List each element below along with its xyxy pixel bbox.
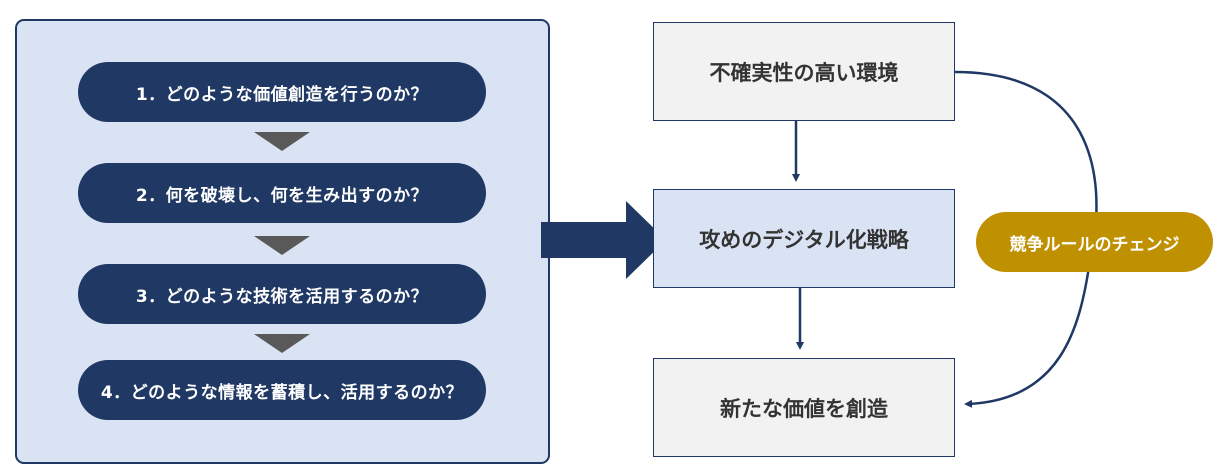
uncertain-environment-box: 不確実性の高い環境: [653, 22, 955, 121]
step-3: 3．どのような技術を活用するのか？: [78, 264, 486, 324]
competition-rule-change-badge: 競争ルールのチェンジ: [976, 212, 1213, 272]
step-2-down-arrow-icon: [254, 236, 310, 255]
step-1: 1．どのような価値創造を行うのか？: [78, 62, 486, 122]
step-4: 4．どのような情報を蓄積し、活用するのか？: [78, 360, 486, 420]
value-creation-box: 新たな価値を創造: [653, 358, 955, 457]
big-right-arrow-icon: [541, 201, 666, 279]
step-3-down-arrow-icon: [254, 334, 310, 353]
step-2: 2．何を破壊し、何を生み出すのか？: [78, 163, 486, 223]
step-1-down-arrow-icon: [254, 132, 310, 151]
digital-strategy-box: 攻めのデジタル化戦略: [653, 189, 955, 288]
